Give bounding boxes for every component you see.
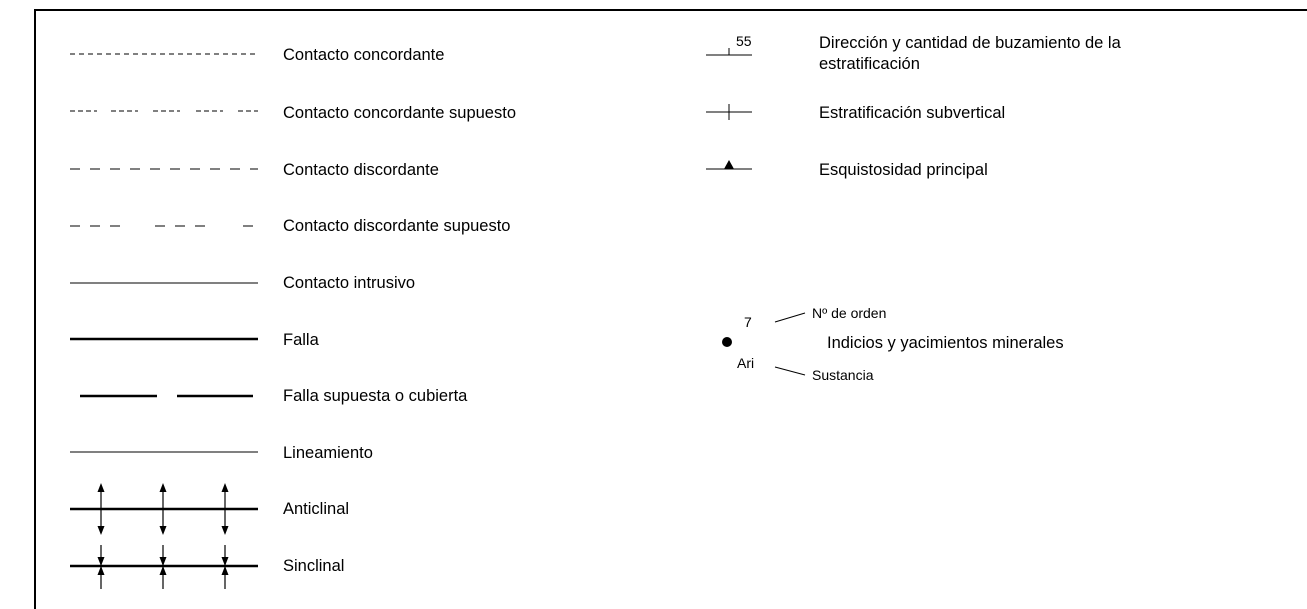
order-number: 7 xyxy=(744,314,752,330)
label-assumed-discordant-contact: Contacto discordante supuesto xyxy=(283,217,511,235)
label-assumed-concordant-contact: Contacto concordante supuesto xyxy=(283,104,516,122)
label-substance: Sustancia xyxy=(812,367,874,383)
mineral-dot-icon xyxy=(722,337,732,347)
schistosity-symbol xyxy=(706,160,752,170)
order-leader-line xyxy=(774,312,806,323)
substance-leader-line xyxy=(774,366,806,376)
label-dip-direction: Dirección y cantidad de buzamiento de la… xyxy=(819,34,1121,73)
substance-code: Ari xyxy=(737,355,755,371)
label-concordant-contact: Contacto concordante xyxy=(283,46,445,64)
label-syncline: Sinclinal xyxy=(283,557,345,575)
label-lineament: Lineamiento xyxy=(283,444,373,462)
label-discordant-contact: Contacto discordante xyxy=(283,161,439,179)
label-schistosity: Esquistosidad principal xyxy=(819,161,988,179)
dip-strike-symbol xyxy=(706,48,752,56)
label-subvertical-bedding: Estratificación subvertical xyxy=(819,104,1006,122)
label-intrusive-contact: Contacto intrusivo xyxy=(283,274,416,292)
label-assumed-fault: Falla supuesta o cubierta xyxy=(283,387,468,405)
dip-value: 55 xyxy=(736,33,752,49)
label-fault: Falla xyxy=(283,331,319,349)
subvertical-bedding-symbol xyxy=(706,104,752,120)
anticline-symbol xyxy=(70,483,258,535)
legend-symbols xyxy=(70,48,806,589)
mineral-occurrence-symbol xyxy=(722,312,806,376)
label-mineral-occurrences: Indicios y yacimientos minerales xyxy=(827,334,1064,352)
legend-frame xyxy=(34,9,1307,609)
label-anticline: Anticlinal xyxy=(283,500,350,518)
label-order-number: Nº de orden xyxy=(812,305,887,321)
syncline-symbol xyxy=(70,545,258,589)
